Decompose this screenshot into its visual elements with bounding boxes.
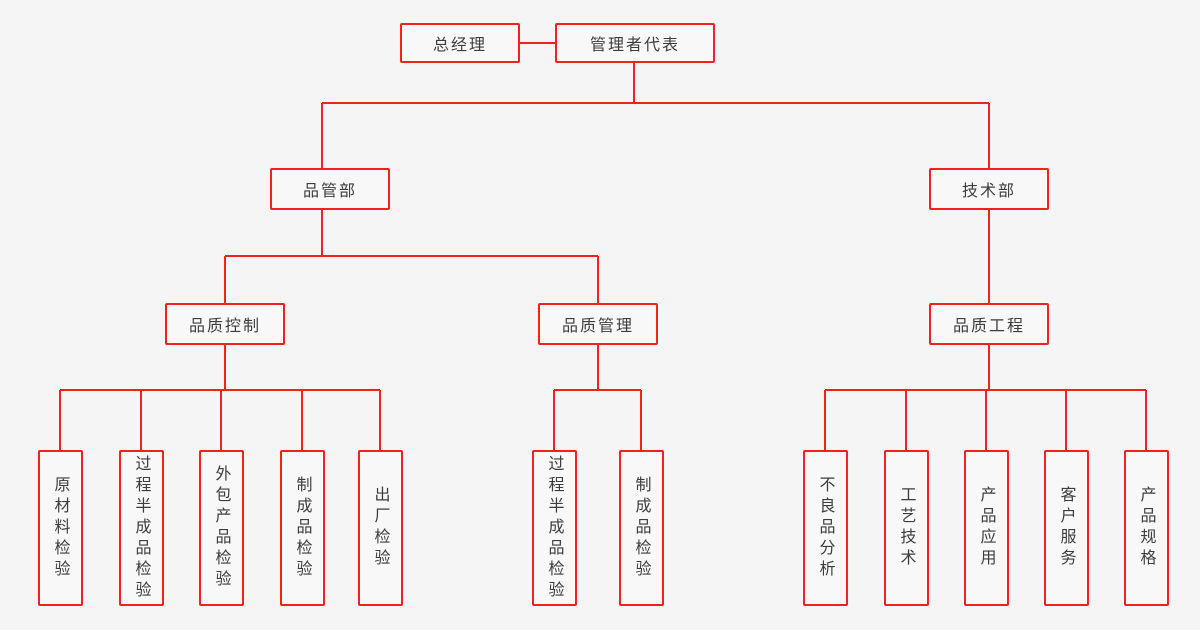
node-outgoing-inspection: 出厂检验 [358, 450, 403, 606]
node-process-technology: 工艺技术 [884, 450, 929, 606]
node-outsourced-product-inspection: 外包产品检验 [199, 450, 244, 606]
node-process-semifinished-inspection: 过程半成品检验 [119, 450, 164, 606]
node-label: 品管部 [302, 181, 357, 200]
node-label: 工艺技术 [897, 486, 917, 570]
node-label: 管理者代表 [589, 35, 680, 54]
node-quality-engineering: 品质工程 [929, 303, 1049, 345]
node-label: 过程半成品检验 [545, 454, 565, 602]
node-label: 制成品检验 [293, 475, 313, 581]
connector-quality-control-to-children [59, 345, 381, 450]
node-technology-dept: 技术部 [929, 168, 1049, 210]
connector-quality-engineering-to-children [824, 345, 1147, 450]
node-raw-material-inspection: 原材料检验 [38, 450, 83, 606]
node-label: 不良品分析 [816, 475, 836, 581]
node-product-application: 产品应用 [964, 450, 1009, 606]
node-label: 品质工程 [952, 316, 1025, 335]
node-quality-management: 品质管理 [538, 303, 658, 345]
node-label: 产品规格 [1137, 486, 1157, 570]
connector-quality-management-to-children [553, 345, 642, 450]
node-management-representative: 管理者代表 [555, 23, 715, 63]
node-general-manager: 总经理 [400, 23, 520, 63]
node-finished-product-inspection-qm: 制成品检验 [619, 450, 664, 606]
node-label: 品质控制 [188, 316, 261, 335]
node-label: 技术部 [961, 181, 1016, 200]
node-label: 过程半成品检验 [132, 454, 152, 602]
node-label: 产品应用 [977, 486, 997, 570]
node-customer-service: 客户服务 [1044, 450, 1089, 606]
connector-qc-dept-to-sections [224, 210, 599, 303]
node-product-specification: 产品规格 [1124, 450, 1169, 606]
node-label: 总经理 [432, 35, 487, 54]
node-label: 制成品检验 [632, 475, 652, 581]
node-process-semifinished-inspection-qm: 过程半成品检验 [532, 450, 577, 606]
node-label: 外包产品检验 [212, 465, 232, 591]
node-label: 出厂检验 [371, 486, 391, 570]
node-finished-product-inspection: 制成品检验 [280, 450, 325, 606]
node-label: 客户服务 [1057, 486, 1077, 570]
node-defective-product-analysis: 不良品分析 [803, 450, 848, 606]
node-quality-control-dept: 品管部 [270, 168, 390, 210]
node-label: 品质管理 [561, 316, 634, 335]
node-quality-control: 品质控制 [165, 303, 285, 345]
node-label: 原材料检验 [51, 475, 71, 581]
connector-rep-to-departments [321, 63, 990, 168]
